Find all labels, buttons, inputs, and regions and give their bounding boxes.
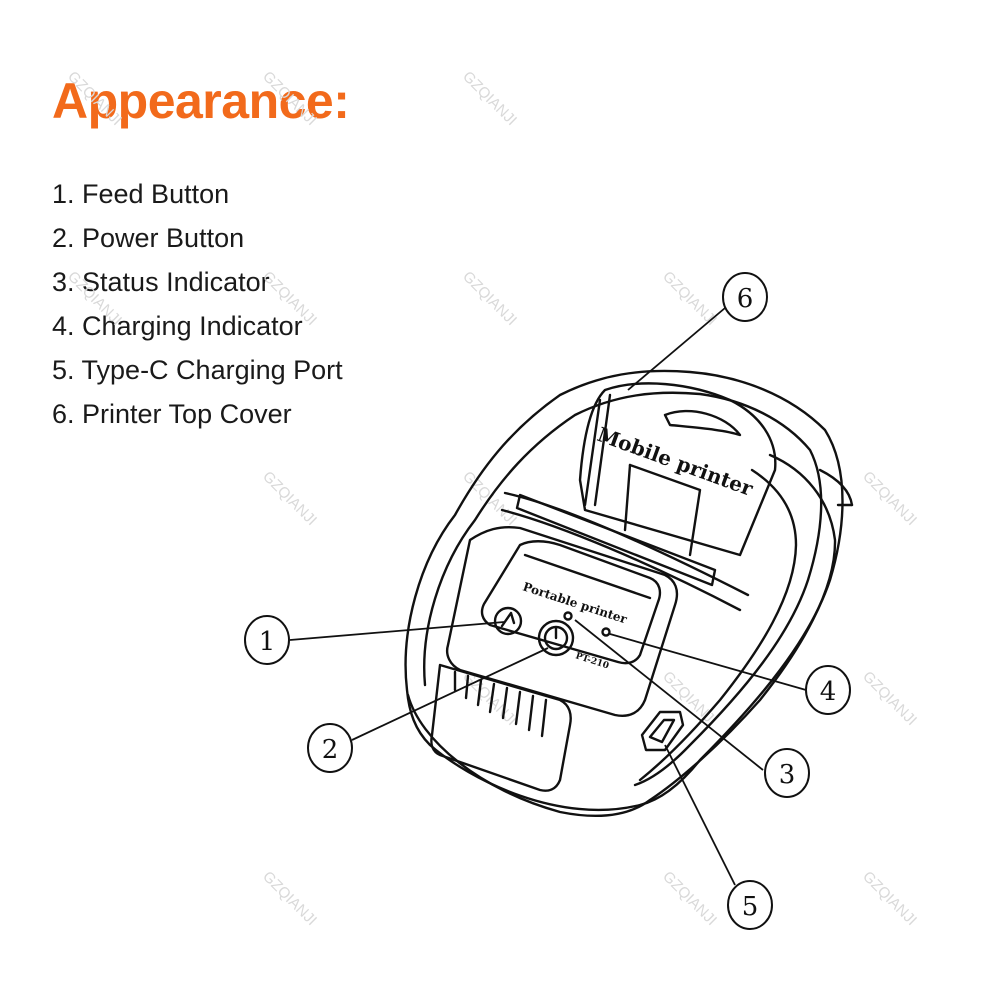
- leader-line-5: [664, 744, 736, 886]
- callout-1: [244, 615, 290, 665]
- legend-item-charging-indicator: 4. Charging Indicator: [52, 311, 303, 341]
- charging-port-icon: [640, 710, 685, 752]
- parts-legend: 1. Feed Button 2. Power Button 3. Status…: [52, 172, 343, 436]
- legend-item-charging-port: 5. Type-C Charging Port: [52, 355, 343, 385]
- feed-button-icon: [493, 606, 523, 636]
- callout-1-number: 1: [259, 627, 276, 657]
- legend-item-status-indicator: 3. Status Indicator: [52, 267, 270, 297]
- callout-3-number: 3: [779, 760, 796, 790]
- callout-2: [307, 723, 353, 773]
- power-button-icon: [537, 619, 575, 657]
- legend-item-power-button: 2. Power Button: [52, 223, 245, 253]
- paper-tear-bar: [515, 493, 717, 587]
- printer-body-inner: [423, 391, 823, 787]
- leader-line-6: [627, 307, 726, 391]
- leader-line-1: [289, 621, 505, 641]
- page-title: Appearance:: [52, 73, 350, 129]
- leader-line-3: [574, 619, 764, 771]
- callout-6: [722, 272, 768, 322]
- callout-5: [727, 880, 773, 930]
- printer-front-face: [446, 526, 679, 717]
- printer-grille-panel: [430, 663, 572, 792]
- printer-body-outline: [404, 369, 844, 812]
- legend-item-feed-button: 1. Feed Button: [52, 179, 230, 209]
- callout-4-number: 4: [820, 677, 837, 707]
- printer-side-band: [648, 453, 837, 802]
- legend-item-top-cover: 6. Printer Top Cover: [52, 399, 292, 429]
- callout-3: [764, 748, 810, 798]
- panel-label: Portable printer: [521, 580, 629, 627]
- callout-5-number: 5: [742, 892, 759, 922]
- control-panel: [480, 540, 662, 665]
- status-indicator-icon: [563, 611, 573, 621]
- callout-6-number: 6: [737, 284, 754, 314]
- leader-line-4: [609, 633, 807, 691]
- callout-2-number: 2: [322, 735, 339, 765]
- leader-line-2: [351, 647, 549, 741]
- callout-4: [805, 665, 851, 715]
- charging-indicator-icon: [601, 627, 611, 637]
- printer-top-cover: [578, 382, 777, 557]
